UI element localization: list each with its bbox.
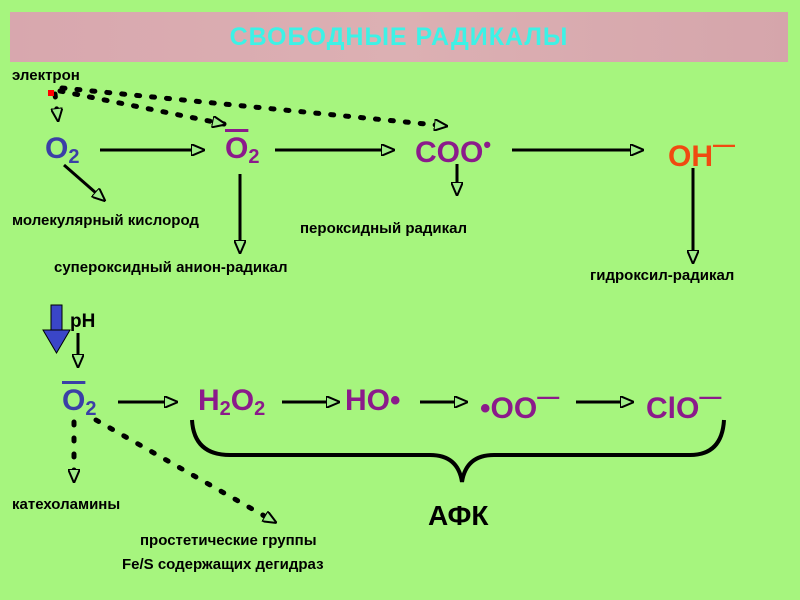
title-bar: СВОБОДНЫЕ РАДИКАЛЫ <box>10 12 788 62</box>
label-molecular-oxygen: молекулярный кислород <box>12 212 199 229</box>
species-oo: •OO— <box>480 384 560 425</box>
label-catecholamines: катехоламины <box>12 496 121 513</box>
label-prosthetic-1: простетические группы <box>140 532 317 549</box>
electron-dotted-arrows <box>55 85 446 126</box>
species-h2o2: H2O2 <box>198 384 266 420</box>
label-superoxide: супероксидный анион-радикал <box>54 259 288 276</box>
label-prosthetic-2: Fe/S содержащих дегидраз <box>122 556 324 573</box>
ph-blue-arrow <box>42 304 71 354</box>
label-hydroxyl: гидроксил-радикал <box>590 267 735 284</box>
species-o2-bottom: O2 <box>62 384 97 420</box>
species-oh: OH— <box>668 132 735 173</box>
top-row-arrows <box>63 150 693 262</box>
species-clo: ClO— <box>646 384 722 425</box>
species-o2-superoxide: O2 <box>225 132 260 168</box>
species-ho: HO• <box>345 384 401 417</box>
species-o2-molecular: O2 <box>45 132 80 168</box>
electron-dot <box>48 90 54 96</box>
page-title: СВОБОДНЫЕ РАДИКАЛЫ <box>229 22 569 51</box>
bottom-dotted-arrows <box>74 417 275 525</box>
afk-brace <box>190 419 726 483</box>
label-peroxide: пероксидный радикал <box>300 220 468 237</box>
label-ph: pH <box>70 311 96 332</box>
label-afk: АФК <box>428 500 489 531</box>
species-coo: COO• <box>415 132 492 169</box>
label-electron: электрон <box>12 67 80 84</box>
